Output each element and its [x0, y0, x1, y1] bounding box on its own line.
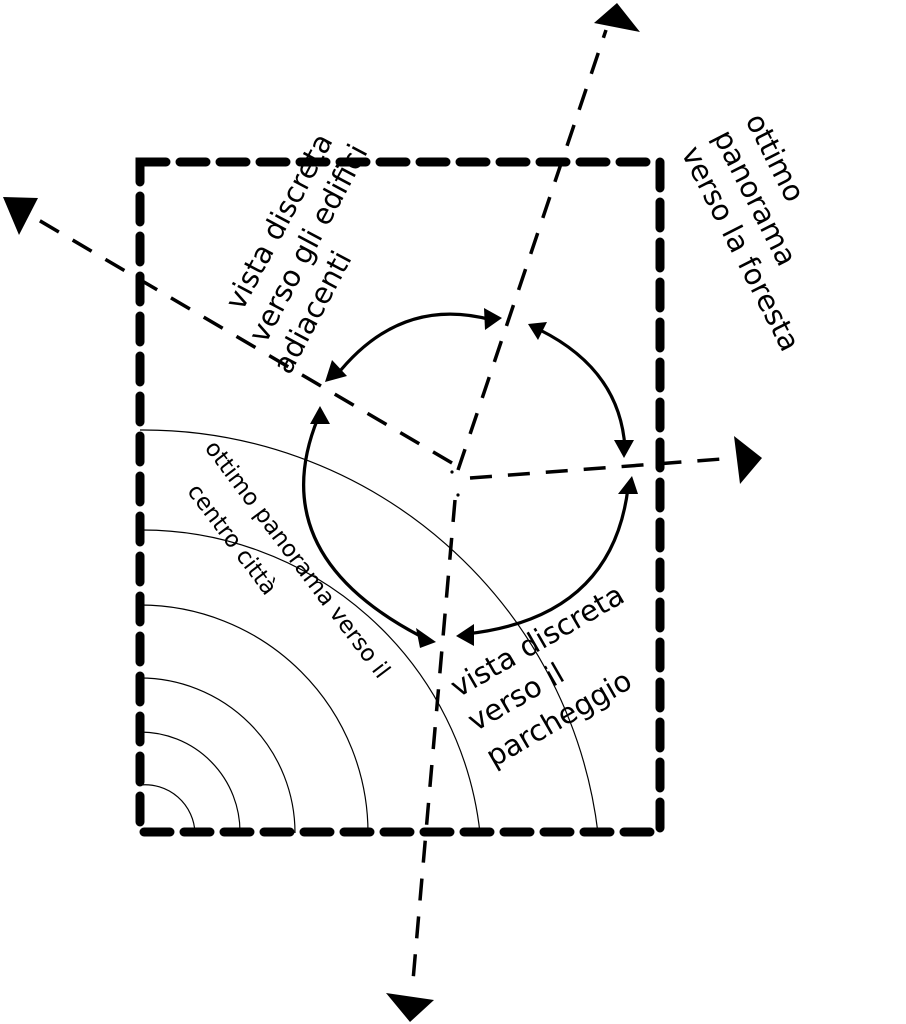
- arrowhead-right-b-icon: [614, 440, 634, 458]
- arc-arrow-bottom: [465, 487, 630, 636]
- center-point: [450, 470, 474, 497]
- forest-view-label: ottimo panorama verso la foresta: [675, 108, 872, 357]
- axis-east: [469, 456, 736, 480]
- axis-west: [29, 213, 453, 465]
- city-distance-arcs: [139, 429, 599, 834]
- arc-3: [139, 677, 296, 834]
- arrowhead-west-icon: [3, 197, 38, 235]
- arc-arrow-right: [539, 328, 627, 449]
- axis-arrowheads: [3, 3, 762, 1022]
- axis-south: [410, 499, 457, 993]
- city-view-line-1: ottimo panorama verso il: [199, 436, 395, 684]
- arrowhead-bottom-b-icon: [618, 476, 638, 494]
- arc-2: [139, 731, 241, 834]
- arc-arrow-top: [334, 312, 493, 377]
- arc-1: [139, 784, 196, 834]
- site-boundary: [135, 157, 665, 837]
- arrowhead-north-icon: [594, 3, 640, 32]
- buildings-view-label: vista discreta verso gli edifici adiacen…: [202, 113, 410, 379]
- arc-4: [139, 604, 369, 834]
- arrowhead-south-icon: [386, 993, 434, 1022]
- parking-view-label: vista discreta verso il parcheggio: [441, 573, 677, 774]
- rotation-arrows: [302, 312, 630, 640]
- arrowhead-top-b-icon: [484, 308, 502, 330]
- axis-north: [456, 29, 608, 471]
- arrowhead-left-b-icon: [416, 628, 436, 648]
- arc-arrow-left: [302, 417, 425, 640]
- arc-6: [139, 429, 599, 834]
- arc-5: [139, 529, 481, 834]
- city-view-label: ottimo panorama verso il centro città: [167, 436, 399, 713]
- rotation-arrowheads: [310, 308, 638, 648]
- arrowhead-right-a-icon: [528, 322, 547, 340]
- arrowhead-left-a-icon: [310, 406, 330, 424]
- arrowhead-east-icon: [734, 436, 762, 484]
- view-axes: [29, 29, 736, 993]
- arrowhead-bottom-a-icon: [456, 624, 474, 646]
- arrowhead-top-a-icon: [325, 360, 347, 382]
